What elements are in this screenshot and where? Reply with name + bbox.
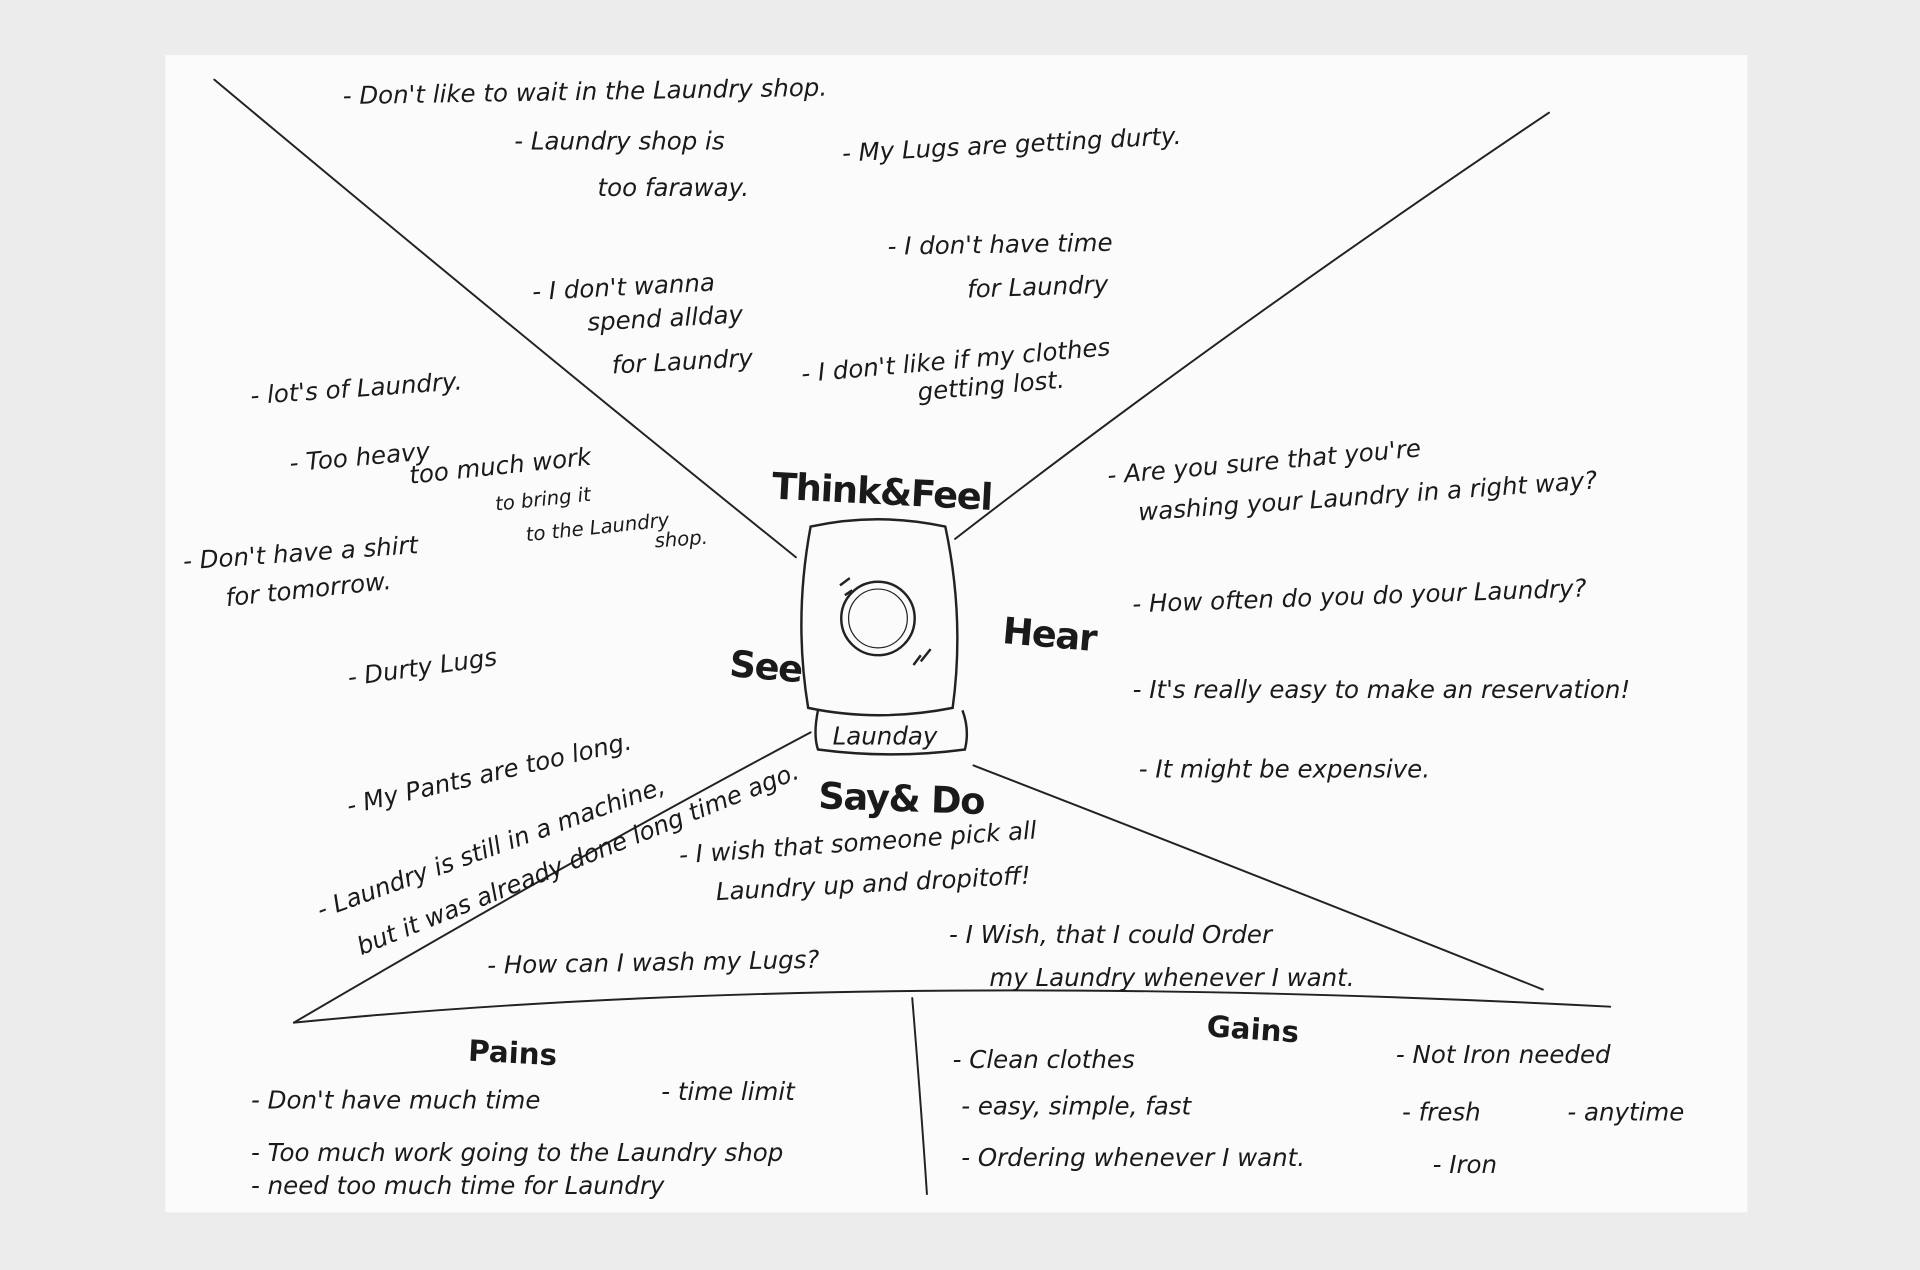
hear-note: - It's really easy to make an reservatio…	[1133, 675, 1631, 704]
heading-hear: Hear	[1001, 609, 1099, 660]
washing-machine-icon	[800, 518, 969, 756]
gains-note: - fresh	[1402, 1098, 1481, 1127]
pains-note: - Don't have much time	[251, 1085, 540, 1114]
pains-note: - Too much work going to the Laundry sho…	[251, 1138, 783, 1167]
gains-note: - Ordering whenever I want.	[961, 1143, 1305, 1172]
say-do-note: - How can I wash my Lugs?	[487, 945, 820, 980]
say-do-note: my Laundry whenever I want.	[989, 963, 1354, 992]
pains-note: - time limit	[661, 1077, 796, 1106]
see-note: shop.	[654, 526, 709, 553]
divider-line-top-left	[213, 78, 797, 559]
heading-gains: Gains	[1206, 1009, 1301, 1049]
gains-note: - anytime	[1567, 1098, 1684, 1127]
gains-note: - Not Iron needed	[1396, 1040, 1611, 1069]
hear-note: - It might be expensive.	[1139, 755, 1430, 784]
divider-line-top-right	[954, 111, 1550, 540]
think-feel-note: for Laundry	[967, 270, 1110, 304]
gains-note: - Clean clothes	[953, 1045, 1135, 1074]
divider-line-horizontal	[292, 989, 1612, 1024]
think-feel-note: - Laundry shop is	[514, 126, 725, 155]
heading-pains: Pains	[467, 1034, 558, 1073]
pains-note: - need too much time for Laundry	[251, 1171, 665, 1200]
heading-say-do: Say& Do	[818, 774, 985, 823]
heading-see: See	[728, 642, 804, 691]
device-label: Launday	[833, 722, 938, 751]
think-feel-note: too faraway.	[598, 173, 749, 202]
divider-line-bottom-left	[292, 731, 812, 1024]
gains-note: - Iron	[1433, 1150, 1497, 1179]
divider-line-bottom-right	[972, 764, 1544, 991]
say-do-note: - I Wish, that I could Order	[949, 920, 1274, 949]
think-feel-note: - I don't have time	[887, 228, 1112, 261]
divider-line-vertical	[911, 997, 928, 1196]
gains-note: - easy, simple, fast	[961, 1091, 1192, 1120]
